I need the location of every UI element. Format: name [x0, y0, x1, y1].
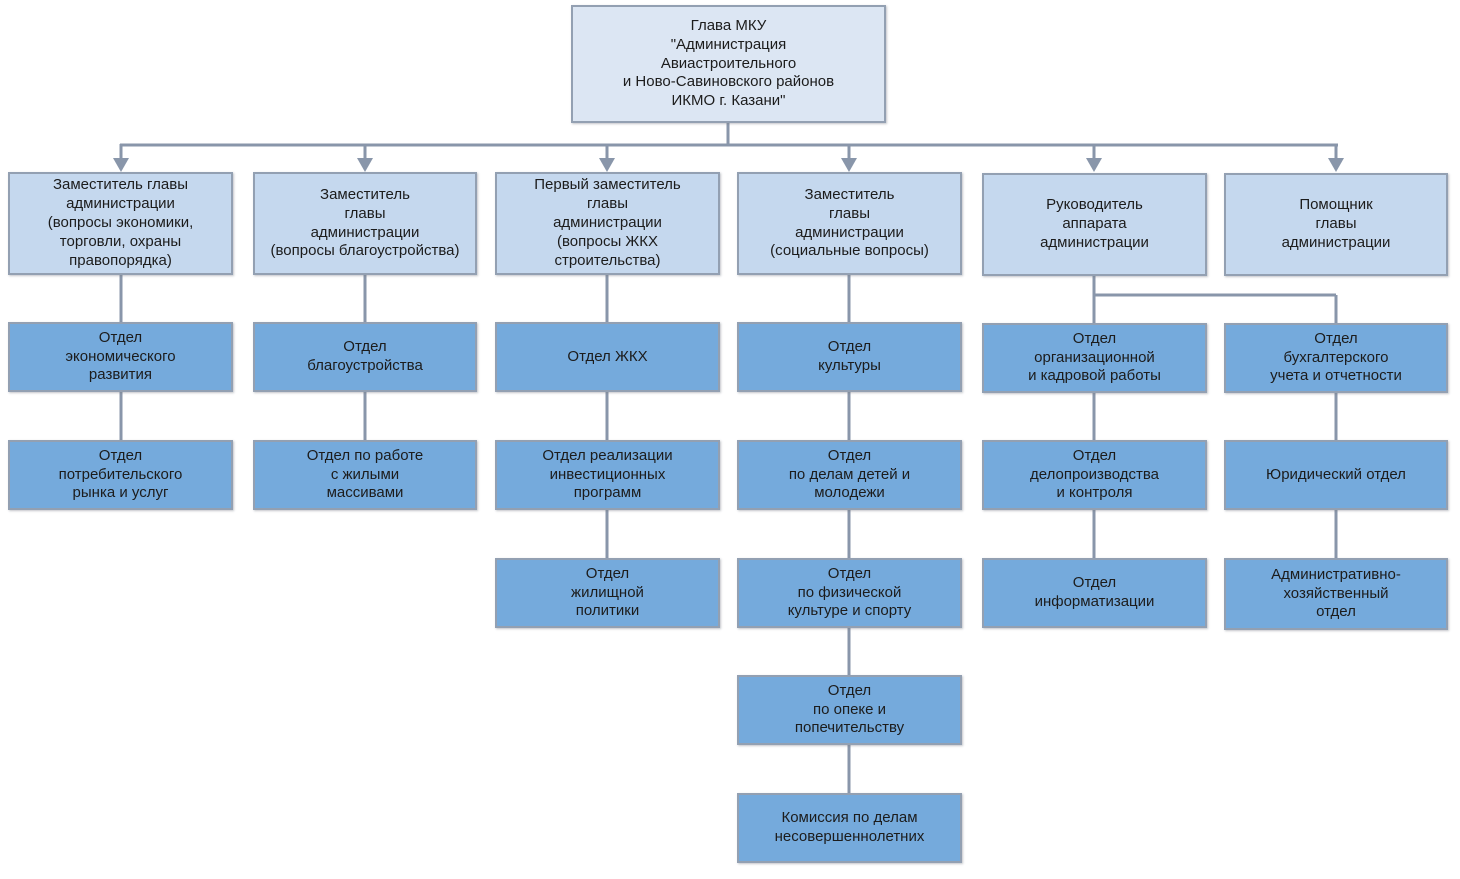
org-box-dept-guardianship: Отдел по опеке и попечительству: [737, 675, 962, 745]
org-box-deputy-social: Заместитель главы администрации (социаль…: [737, 172, 962, 275]
org-box-dept-informatization: Отдел информатизации: [982, 558, 1207, 628]
arrowhead-icons: [113, 158, 1344, 172]
org-box-first-deputy-zhkh: Первый заместитель главы администрации (…: [495, 172, 720, 275]
org-box-dept-physical-culture-sport: Отдел по физической культуре и спорту: [737, 558, 962, 628]
org-box-assistant-of-head: Помощник главы администрации: [1224, 173, 1448, 276]
org-box-dept-consumer-market: Отдел потребительского рынка и услуг: [8, 440, 233, 510]
org-box-dept-economic-development: Отдел экономического развития: [8, 322, 233, 392]
org-box-dept-residential-areas: Отдел по работе с жилыми массивами: [253, 440, 477, 510]
org-box-dept-landscaping: Отдел благоустройства: [253, 322, 477, 392]
org-box-dept-legal: Юридический отдел: [1224, 440, 1448, 510]
org-box-dept-culture: Отдел культуры: [737, 322, 962, 392]
org-box-commission-minors: Комиссия по делам несовершеннолетних: [737, 793, 962, 863]
org-box-dept-administrative: Административно- хозяйственный отдел: [1224, 558, 1448, 630]
org-box-deputy-landscaping: Заместитель главы администрации (вопросы…: [253, 172, 477, 275]
org-box-dept-records-control: Отдел делопроизводства и контроля: [982, 440, 1207, 510]
org-box-dept-investment-programs: Отдел реализации инвестиционных программ: [495, 440, 720, 510]
org-box-dept-housing-policy: Отдел жилищной политики: [495, 558, 720, 628]
org-box-dept-children-youth: Отдел по делам детей и молодежи: [737, 440, 962, 510]
org-box-dept-accounting: Отдел бухгалтерского учета и отчетности: [1224, 323, 1448, 393]
org-box-dept-org-hr: Отдел организационной и кадровой работы: [982, 323, 1207, 393]
org-box-dept-zhkh: Отдел ЖКХ: [495, 322, 720, 392]
org-box-deputy-economy-trade: Заместитель главы администрации (вопросы…: [8, 172, 233, 275]
org-box-apparatus-head: Руководитель аппарата администрации: [982, 173, 1207, 276]
org-box-head-of-mku: Глава МКУ "Администрация Авиастроительно…: [571, 5, 886, 123]
